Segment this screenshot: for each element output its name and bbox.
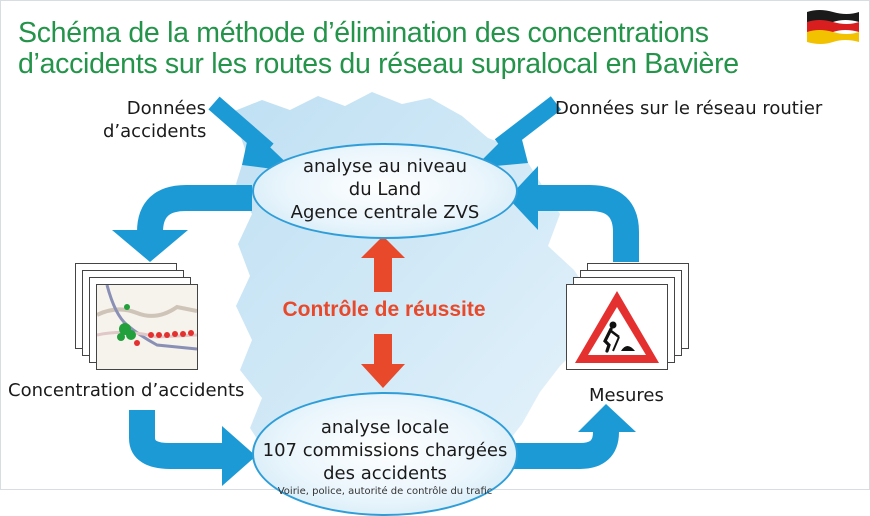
central-analysis-line-2: du Land bbox=[348, 179, 422, 200]
accident-concentration-stack bbox=[75, 263, 199, 373]
central-analysis-line-1: analyse au niveau bbox=[302, 156, 468, 177]
accident-concentration-label: Concentration d’accidents bbox=[8, 380, 245, 401]
road-data-inflow-arrow bbox=[474, 96, 562, 168]
accident-data-line-1: Données bbox=[126, 98, 206, 119]
german-flag-icon bbox=[807, 10, 859, 44]
central-analysis-line-3: Agence centrale ZVS bbox=[290, 202, 480, 223]
accident-map-thumbnail-icon bbox=[96, 284, 198, 370]
success-control-arrow-down bbox=[361, 334, 405, 388]
roadworks-warning-sign-icon bbox=[566, 284, 668, 370]
title-line-2: d’accidents sur les routes du réseau sup… bbox=[18, 48, 739, 80]
measures-stack bbox=[566, 263, 690, 373]
central-analysis-node: analyse au niveau du Land Agence central… bbox=[252, 143, 518, 239]
success-control-label: Contrôle de réussite bbox=[282, 298, 486, 321]
to-measures-arrow bbox=[514, 404, 636, 469]
measures-label: Mesures bbox=[589, 385, 664, 406]
success-control-arrow-up bbox=[361, 236, 405, 292]
road-network-data-label: Données sur le réseau routier bbox=[555, 98, 823, 119]
to-concentration-arrow bbox=[112, 185, 252, 262]
local-analysis-sub: Voirie, police, autorité de contrôle du … bbox=[277, 486, 493, 497]
local-analysis-line-3: des accidents bbox=[323, 463, 447, 484]
local-analysis-node: analyse locale 107 commissions chargées … bbox=[252, 392, 518, 516]
diagram-title: Schéma de la méthode d’élimination des c… bbox=[18, 18, 808, 80]
from-measures-arrow bbox=[508, 166, 639, 262]
title-line-1: Schéma de la méthode d’élimination des c… bbox=[18, 17, 709, 49]
local-analysis-line-2: 107 commissions chargées bbox=[262, 440, 508, 461]
local-analysis-line-1: analyse locale bbox=[320, 417, 450, 438]
to-local-analysis-arrow bbox=[129, 410, 256, 486]
accident-data-label-line2: d’accidents bbox=[103, 121, 207, 142]
accident-data-label: Données bbox=[126, 97, 206, 120]
